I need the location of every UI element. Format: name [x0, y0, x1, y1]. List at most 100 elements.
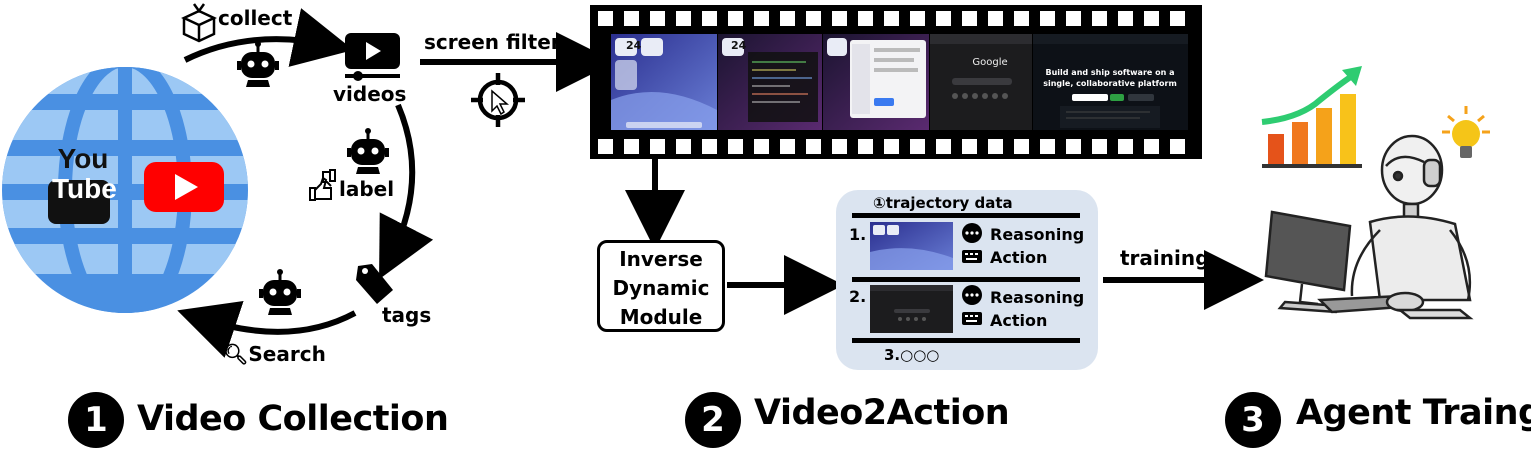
- frame-search-brand: Google: [972, 57, 1008, 68]
- sprocket-hole: [650, 11, 665, 26]
- sprocket-hole: [910, 139, 925, 154]
- action-label: Action: [990, 311, 1048, 330]
- step-badge-2: 2: [685, 392, 741, 448]
- stage1-title: Video Collection: [137, 399, 449, 439]
- sprocket-hole: [962, 139, 977, 154]
- search-label: 🔍︎Search: [223, 342, 326, 366]
- robot-icon: [237, 41, 279, 87]
- sprocket-hole: [1014, 139, 1029, 154]
- card-divider: [852, 277, 1080, 282]
- robot-icon: [259, 269, 301, 315]
- card-divider: [852, 338, 1080, 343]
- more-items-label: 3.○○○: [884, 346, 940, 364]
- reasoning-label: Reasoning: [990, 288, 1085, 307]
- frame-promo-line2: single, collaborative platform: [1043, 79, 1177, 88]
- label-arrow: [379, 103, 434, 280]
- sprocket-hole: [1014, 11, 1029, 26]
- sprocket-hole: [910, 11, 925, 26]
- reasoning-action-icons: [962, 223, 982, 263]
- sprocket-hole: [1040, 11, 1055, 26]
- sprocket-hole: [780, 11, 795, 26]
- sprocket-hole: [1092, 11, 1107, 26]
- sprocket-hole: [676, 139, 691, 154]
- growth-chart-icon: [1261, 66, 1362, 168]
- film-frame-desktop: [611, 34, 717, 130]
- sprocket-hole: [1170, 139, 1185, 154]
- sprocket-hole: [676, 11, 691, 26]
- sprocket-hole: [806, 139, 821, 154]
- sprocket-hole: [702, 139, 717, 154]
- robot-at-computer-icon: [1264, 134, 1474, 320]
- sprocket-hole: [780, 139, 795, 154]
- sprocket-hole: [598, 139, 613, 154]
- screen-filter-label: screen filter: [424, 30, 561, 54]
- sprocket-hole: [884, 11, 899, 26]
- search-arrow: [177, 300, 357, 358]
- collect-label: collect: [218, 6, 293, 30]
- inverse-dynamic-module-box: Inverse Dynamic Module: [597, 240, 725, 332]
- step-badge-1: 1: [68, 392, 124, 448]
- film-frame-dialog: [823, 34, 929, 130]
- step-badge-3: 3: [1225, 392, 1281, 448]
- collect-arrow: [183, 8, 354, 67]
- sprocket-hole: [884, 139, 899, 154]
- sprocket-hole: [832, 139, 847, 154]
- sprocket-hole: [806, 11, 821, 26]
- sprocket-hole: [650, 139, 665, 154]
- reasoning-action-icons: [962, 285, 982, 325]
- sprocket-hole: [1066, 11, 1081, 26]
- training-label: training: [1120, 246, 1210, 270]
- frame-date: 24: [731, 39, 747, 52]
- globe-youtube-icon: [2, 67, 248, 313]
- film-strip: [590, 5, 1202, 159]
- thumbs-up-down-icon: [309, 169, 336, 201]
- sprocket-hole: [624, 11, 639, 26]
- video-player-icon: [345, 33, 400, 81]
- sprocket-hole: [1092, 139, 1107, 154]
- sprocket-hole: [1118, 11, 1133, 26]
- sprocket-hole: [858, 139, 873, 154]
- trajectory-data-title: ①trajectory data: [873, 194, 1013, 212]
- frame-promo-line1: Build and ship software on a: [1045, 68, 1175, 77]
- sprocket-hole: [936, 11, 951, 26]
- sprocket-hole: [988, 139, 1003, 154]
- sprocket-hole: [1066, 139, 1081, 154]
- sprocket-hole: [754, 11, 769, 26]
- sprocket-hole: [754, 139, 769, 154]
- frame-date: 24: [626, 39, 642, 52]
- film-frame-search: [930, 34, 1032, 130]
- sprocket-hole: [988, 11, 1003, 26]
- stage3-title: Agent Traing: [1296, 393, 1531, 433]
- trajectory-thumbnail: [870, 285, 953, 333]
- trajectory-thumbnail: [870, 222, 953, 270]
- stage2-title: Video2Action: [754, 393, 1010, 433]
- trajectory-item-number: 1.: [849, 225, 867, 244]
- tag-icon: [356, 264, 393, 304]
- sprocket-hole: [1144, 139, 1159, 154]
- youtube-wordmark: You Tube: [52, 143, 117, 204]
- box-icon: [181, 3, 217, 43]
- tags-label: tags: [382, 303, 432, 327]
- lightbulb-icon: [1442, 106, 1490, 158]
- film-frame-promo: [1033, 34, 1188, 130]
- sprocket-hole: [832, 11, 847, 26]
- sprocket-hole: [858, 11, 873, 26]
- label-label: label: [339, 177, 395, 201]
- sprocket-hole: [624, 139, 639, 154]
- magnifier-icon: 🔍︎: [223, 342, 249, 366]
- videos-label: videos: [333, 82, 407, 106]
- sprocket-hole: [1040, 139, 1055, 154]
- film-frame-terminal: [718, 34, 822, 130]
- reasoning-label: Reasoning: [990, 225, 1085, 244]
- action-label: Action: [990, 248, 1048, 267]
- crosshair-cursor-icon: [471, 73, 525, 127]
- sprocket-hole: [702, 11, 717, 26]
- trajectory-item-number: 2.: [849, 287, 867, 306]
- sprocket-hole: [1170, 11, 1185, 26]
- sprocket-hole: [936, 139, 951, 154]
- sprocket-hole: [962, 11, 977, 26]
- sprocket-hole: [1118, 139, 1133, 154]
- robot-icon: [347, 128, 389, 174]
